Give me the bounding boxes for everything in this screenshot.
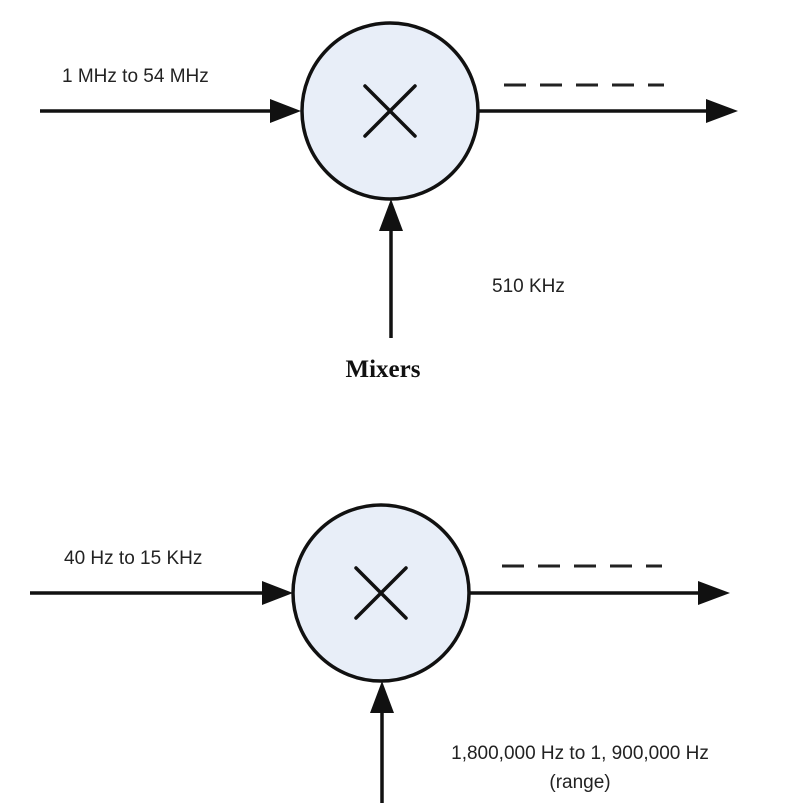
diagram-caption: Mixers (346, 356, 421, 383)
mixer-bottom-input-arrowhead (262, 581, 293, 605)
mixer-top-multiply-icon (363, 84, 417, 138)
mixer-bottom-multiply-icon (354, 566, 408, 620)
mixer-top-oscillator-label: 510 KHz (492, 276, 565, 297)
mixer-top-input-label: 1 MHz to 54 MHz (62, 66, 209, 87)
mixer-bottom-input-label: 40 Hz to 15 KHz (64, 548, 202, 569)
mixer-bottom-oscillator-arrowhead (370, 681, 394, 713)
mixer-bottom: 40 Hz to 15 KHz 1,800,000 Hz to 1, 900,0… (30, 503, 730, 803)
mixer-top-input-arrowhead (270, 99, 301, 123)
mixer-top-oscillator-arrowhead (379, 199, 403, 231)
mixer-bottom-oscillator-label-line1: 1,800,000 Hz to 1, 900,000 Hz (451, 743, 709, 764)
mixer-top: 1 MHz to 54 MHz 510 KHz (40, 21, 738, 338)
mixer-bottom-output-arrowhead (698, 581, 730, 605)
mixer-top-output-arrowhead (706, 99, 738, 123)
mixer-bottom-oscillator-label-line2: (range) (549, 772, 610, 793)
